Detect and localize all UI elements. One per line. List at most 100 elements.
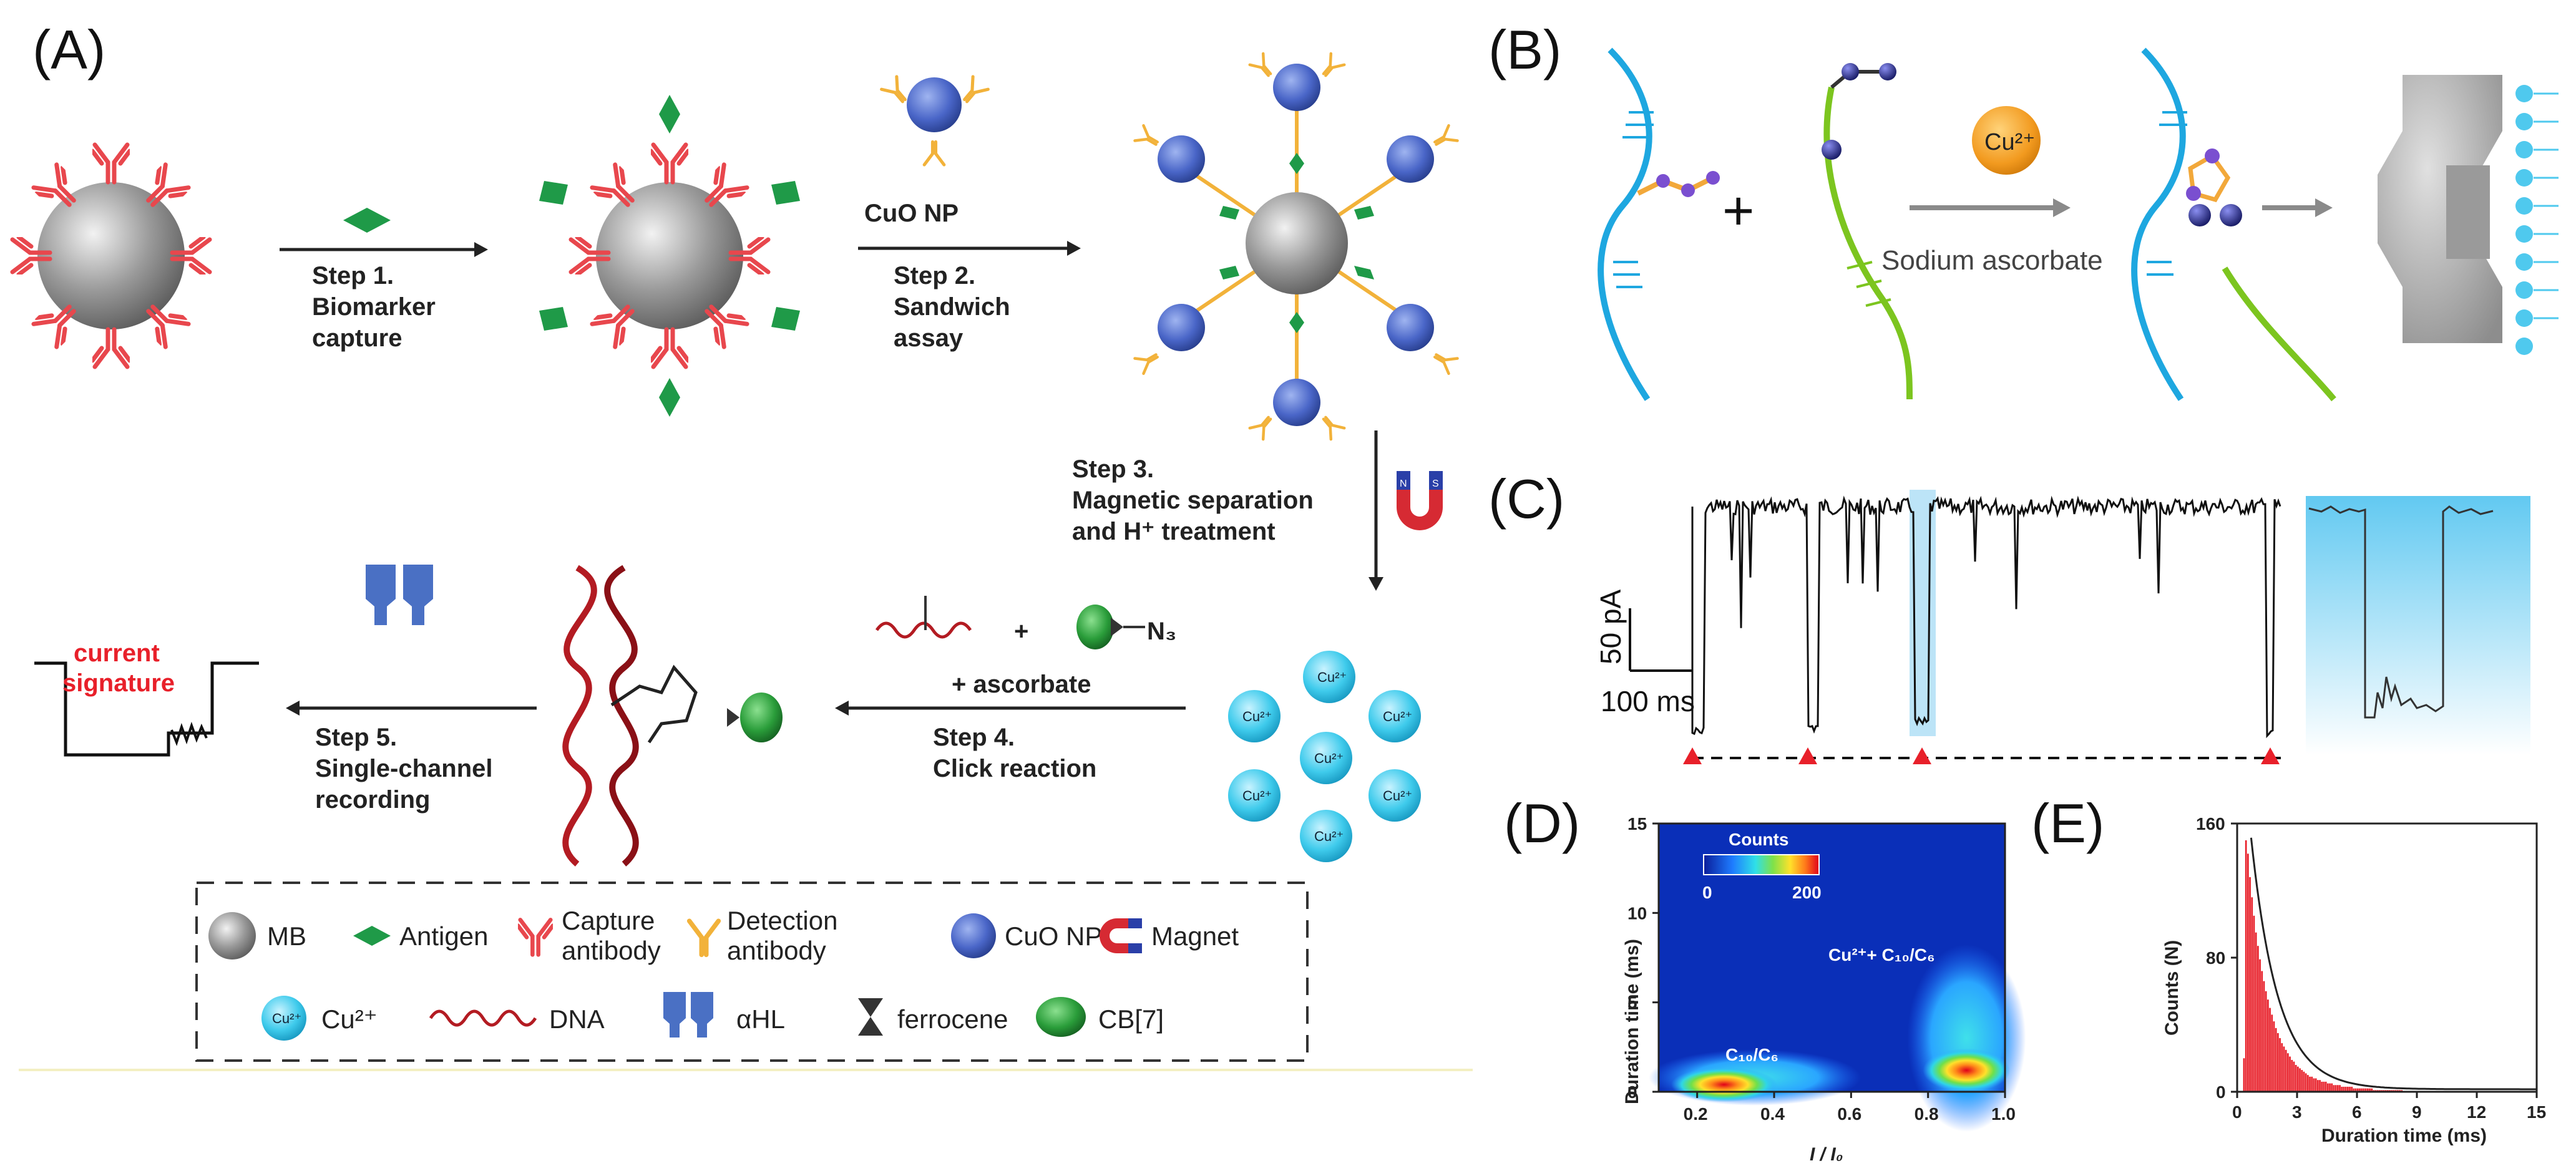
panel-c: (C) 50 pA 100 ms bbox=[1488, 468, 2530, 764]
nanopore-icon bbox=[2378, 75, 2559, 355]
step5-arrow: Step 5. Single-channel recording bbox=[286, 565, 537, 814]
panel-label-c: (C) bbox=[1488, 468, 1564, 530]
current-signature: current signature bbox=[34, 639, 259, 757]
heatmap-y-tick: 5 bbox=[1627, 993, 1637, 1013]
histogram-bar bbox=[2265, 991, 2267, 1092]
histogram-bar bbox=[2364, 1088, 2367, 1092]
sodium-ascorbate-label: Sodium ascorbate bbox=[1881, 245, 2103, 276]
step3-arrow: Step 3. Magnetic separation and H⁺ treat… bbox=[1072, 430, 1443, 591]
legend-antigen-icon bbox=[353, 926, 391, 946]
plus-sign-b: + bbox=[1722, 180, 1754, 241]
svg-text:Cu²⁺: Cu²⁺ bbox=[1314, 751, 1344, 766]
dna-strand-alkyne bbox=[1822, 63, 1913, 400]
histogram-bar bbox=[2287, 1053, 2289, 1092]
magnetic-bead bbox=[1246, 192, 1348, 294]
histogram-bar bbox=[2311, 1076, 2313, 1092]
histogram-ylabel: Counts (N) bbox=[2162, 940, 2182, 1036]
histogram-bar bbox=[2281, 1043, 2283, 1092]
histogram-x-tick: 15 bbox=[2527, 1102, 2546, 1122]
step3-label: Step 3. bbox=[1072, 455, 1154, 483]
histogram-bar bbox=[2331, 1083, 2333, 1092]
step1-label: Step 1. bbox=[312, 262, 394, 289]
histogram-bar bbox=[2315, 1078, 2317, 1092]
legend-magnet-icon bbox=[1100, 918, 1142, 953]
heatmap-hotspot bbox=[1671, 1067, 1777, 1102]
legend-capture-icon bbox=[518, 920, 553, 955]
heatmap-hotspot bbox=[1923, 1048, 2011, 1092]
histogram-bar bbox=[2249, 877, 2251, 1092]
panel-label-d: (D) bbox=[1504, 792, 1580, 854]
histogram-y-tick: 160 bbox=[2196, 814, 2225, 833]
histogram-bar bbox=[2357, 1088, 2359, 1092]
histogram-x-tick: 6 bbox=[2352, 1102, 2362, 1122]
legend-capture: Capture bbox=[562, 906, 655, 935]
scale-label-current: 50 pA bbox=[1594, 589, 1627, 664]
histogram-bar bbox=[2283, 1046, 2285, 1092]
step1-arrow: Step 1. Biomarker capture bbox=[280, 208, 488, 352]
histogram-bar bbox=[2337, 1085, 2339, 1092]
histogram-x-tick: 0 bbox=[2232, 1102, 2242, 1122]
histogram-bar bbox=[2363, 1088, 2365, 1092]
legend-detection-icon bbox=[690, 921, 719, 955]
histogram-bar bbox=[2323, 1081, 2325, 1092]
panel-label-e: (E) bbox=[2031, 792, 2104, 854]
legend-detection: Detection bbox=[727, 906, 837, 935]
step2-label: Step 2. bbox=[894, 262, 975, 289]
histogram-x-tick: 9 bbox=[2412, 1102, 2422, 1122]
histogram-bar bbox=[2245, 840, 2247, 1092]
step3-label-line3: and H⁺ treatment bbox=[1072, 518, 1276, 545]
histogram-bar bbox=[2339, 1085, 2341, 1092]
signature-label: current bbox=[74, 639, 160, 667]
panel-label-b: (B) bbox=[1488, 19, 1561, 80]
legend-mb: MB bbox=[267, 921, 306, 951]
histogram-bar bbox=[2371, 1088, 2373, 1092]
step3-label-line2: Magnetic separation bbox=[1072, 487, 1314, 514]
histogram-bar bbox=[2275, 1028, 2277, 1092]
antigen-icon bbox=[343, 208, 391, 233]
sandwich-complex bbox=[1134, 54, 1457, 439]
magnetic-bead bbox=[596, 182, 743, 329]
dna-alkyne-icon bbox=[875, 621, 972, 639]
click-product bbox=[562, 565, 783, 867]
histogram-bar bbox=[2257, 946, 2259, 1092]
histogram-bar bbox=[2271, 1014, 2273, 1092]
legend-magnet: Magnet bbox=[1151, 921, 1239, 951]
legend-dna: DNA bbox=[549, 1004, 605, 1034]
svg-text:N: N bbox=[1400, 479, 1407, 489]
histogram-bar bbox=[2333, 1085, 2335, 1092]
dna-strand-azide bbox=[1598, 47, 1720, 401]
step1-label-line2: Biomarker bbox=[312, 293, 436, 321]
annotation-c10-c6: C₁₀/C₆ bbox=[1725, 1045, 1778, 1064]
panel-b: (B) + Cu²⁺ Sodium ascorbate bbox=[1488, 19, 2559, 402]
histogram-x-tick: 12 bbox=[2467, 1102, 2486, 1122]
histogram-bar bbox=[2291, 1059, 2293, 1092]
step5-label-line3: recording bbox=[315, 786, 430, 814]
histogram-bar bbox=[2299, 1068, 2301, 1092]
histogram-bar bbox=[2263, 981, 2265, 1092]
svg-text:Cu²⁺: Cu²⁺ bbox=[1242, 788, 1272, 804]
histogram-bar bbox=[2329, 1083, 2331, 1092]
svg-text:Cu²⁺: Cu²⁺ bbox=[272, 1011, 301, 1026]
heatmap-y-tick: 10 bbox=[1627, 903, 1647, 923]
cuo-np-icon bbox=[907, 77, 962, 132]
exponential-fit-line bbox=[2250, 837, 2537, 1091]
heatmap-xlabel: I / I₀ bbox=[1810, 1144, 1843, 1165]
legend: MB Antigen Capture antibody Detection an… bbox=[195, 882, 1309, 1062]
heatmap-ylabel: Duration time (ms) bbox=[1622, 939, 1642, 1104]
step5-label-line2: Single-channel bbox=[315, 755, 493, 782]
step4-arrow: + N₃ + ascorbate Step 4. Click reaction bbox=[835, 596, 1186, 782]
histogram-x-tick: 3 bbox=[2292, 1102, 2302, 1122]
histogram-bar bbox=[2293, 1061, 2295, 1092]
histogram-bar bbox=[2303, 1071, 2305, 1092]
azide-label: N₃ bbox=[1147, 618, 1176, 645]
scale-label-time: 100 ms bbox=[1601, 685, 1695, 717]
step4-label: Step 4. bbox=[933, 724, 1015, 751]
cu-catalyst-label: Cu²⁺ bbox=[1984, 129, 2035, 155]
histogram-bar bbox=[2325, 1081, 2327, 1092]
cb7-ferrocene-icon bbox=[1076, 605, 1114, 649]
step2-label-line2: Sandwich bbox=[894, 293, 1010, 321]
histogram-bar bbox=[2327, 1083, 2329, 1092]
